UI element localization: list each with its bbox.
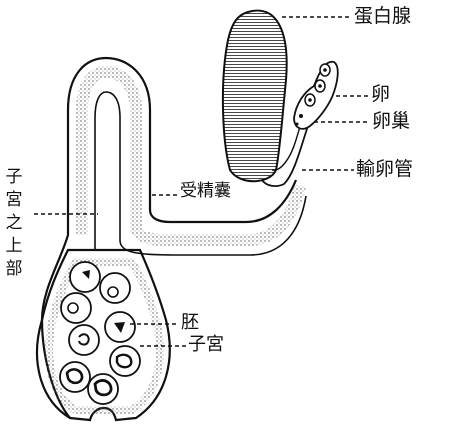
albumen-gland	[223, 11, 287, 182]
embryo-egg	[110, 346, 140, 376]
ovary	[294, 62, 338, 129]
label-upper-uterus-char: 子	[4, 166, 24, 189]
embryo-egg	[100, 273, 130, 303]
embryos	[60, 262, 140, 404]
label-upper-uterus-char: 上	[4, 235, 24, 258]
label-upper-uterus-char: 部	[4, 258, 24, 281]
embryo-egg	[105, 312, 135, 342]
label-oviduct: 輸卵管	[356, 160, 413, 179]
label-upper-uterus-char: 宮	[4, 189, 24, 212]
embryo-egg	[61, 293, 91, 323]
label-upper-uterus-char: 之	[4, 212, 24, 235]
label-uterus: 子宮	[188, 336, 224, 354]
label-embryo: 胚	[181, 314, 199, 332]
label-albumen-gland: 蛋白腺	[354, 7, 411, 26]
label-ovary: 卵巢	[372, 112, 410, 131]
label-egg: 卵	[371, 85, 390, 104]
label-seminal-receptacle: 受精囊	[180, 183, 231, 200]
label-upper-uterus: 子 宮 之 上 部	[4, 166, 24, 281]
embryo-egg	[69, 325, 99, 355]
embryo-egg	[60, 362, 90, 392]
embryo-egg	[70, 262, 100, 292]
embryo-egg	[88, 374, 118, 404]
